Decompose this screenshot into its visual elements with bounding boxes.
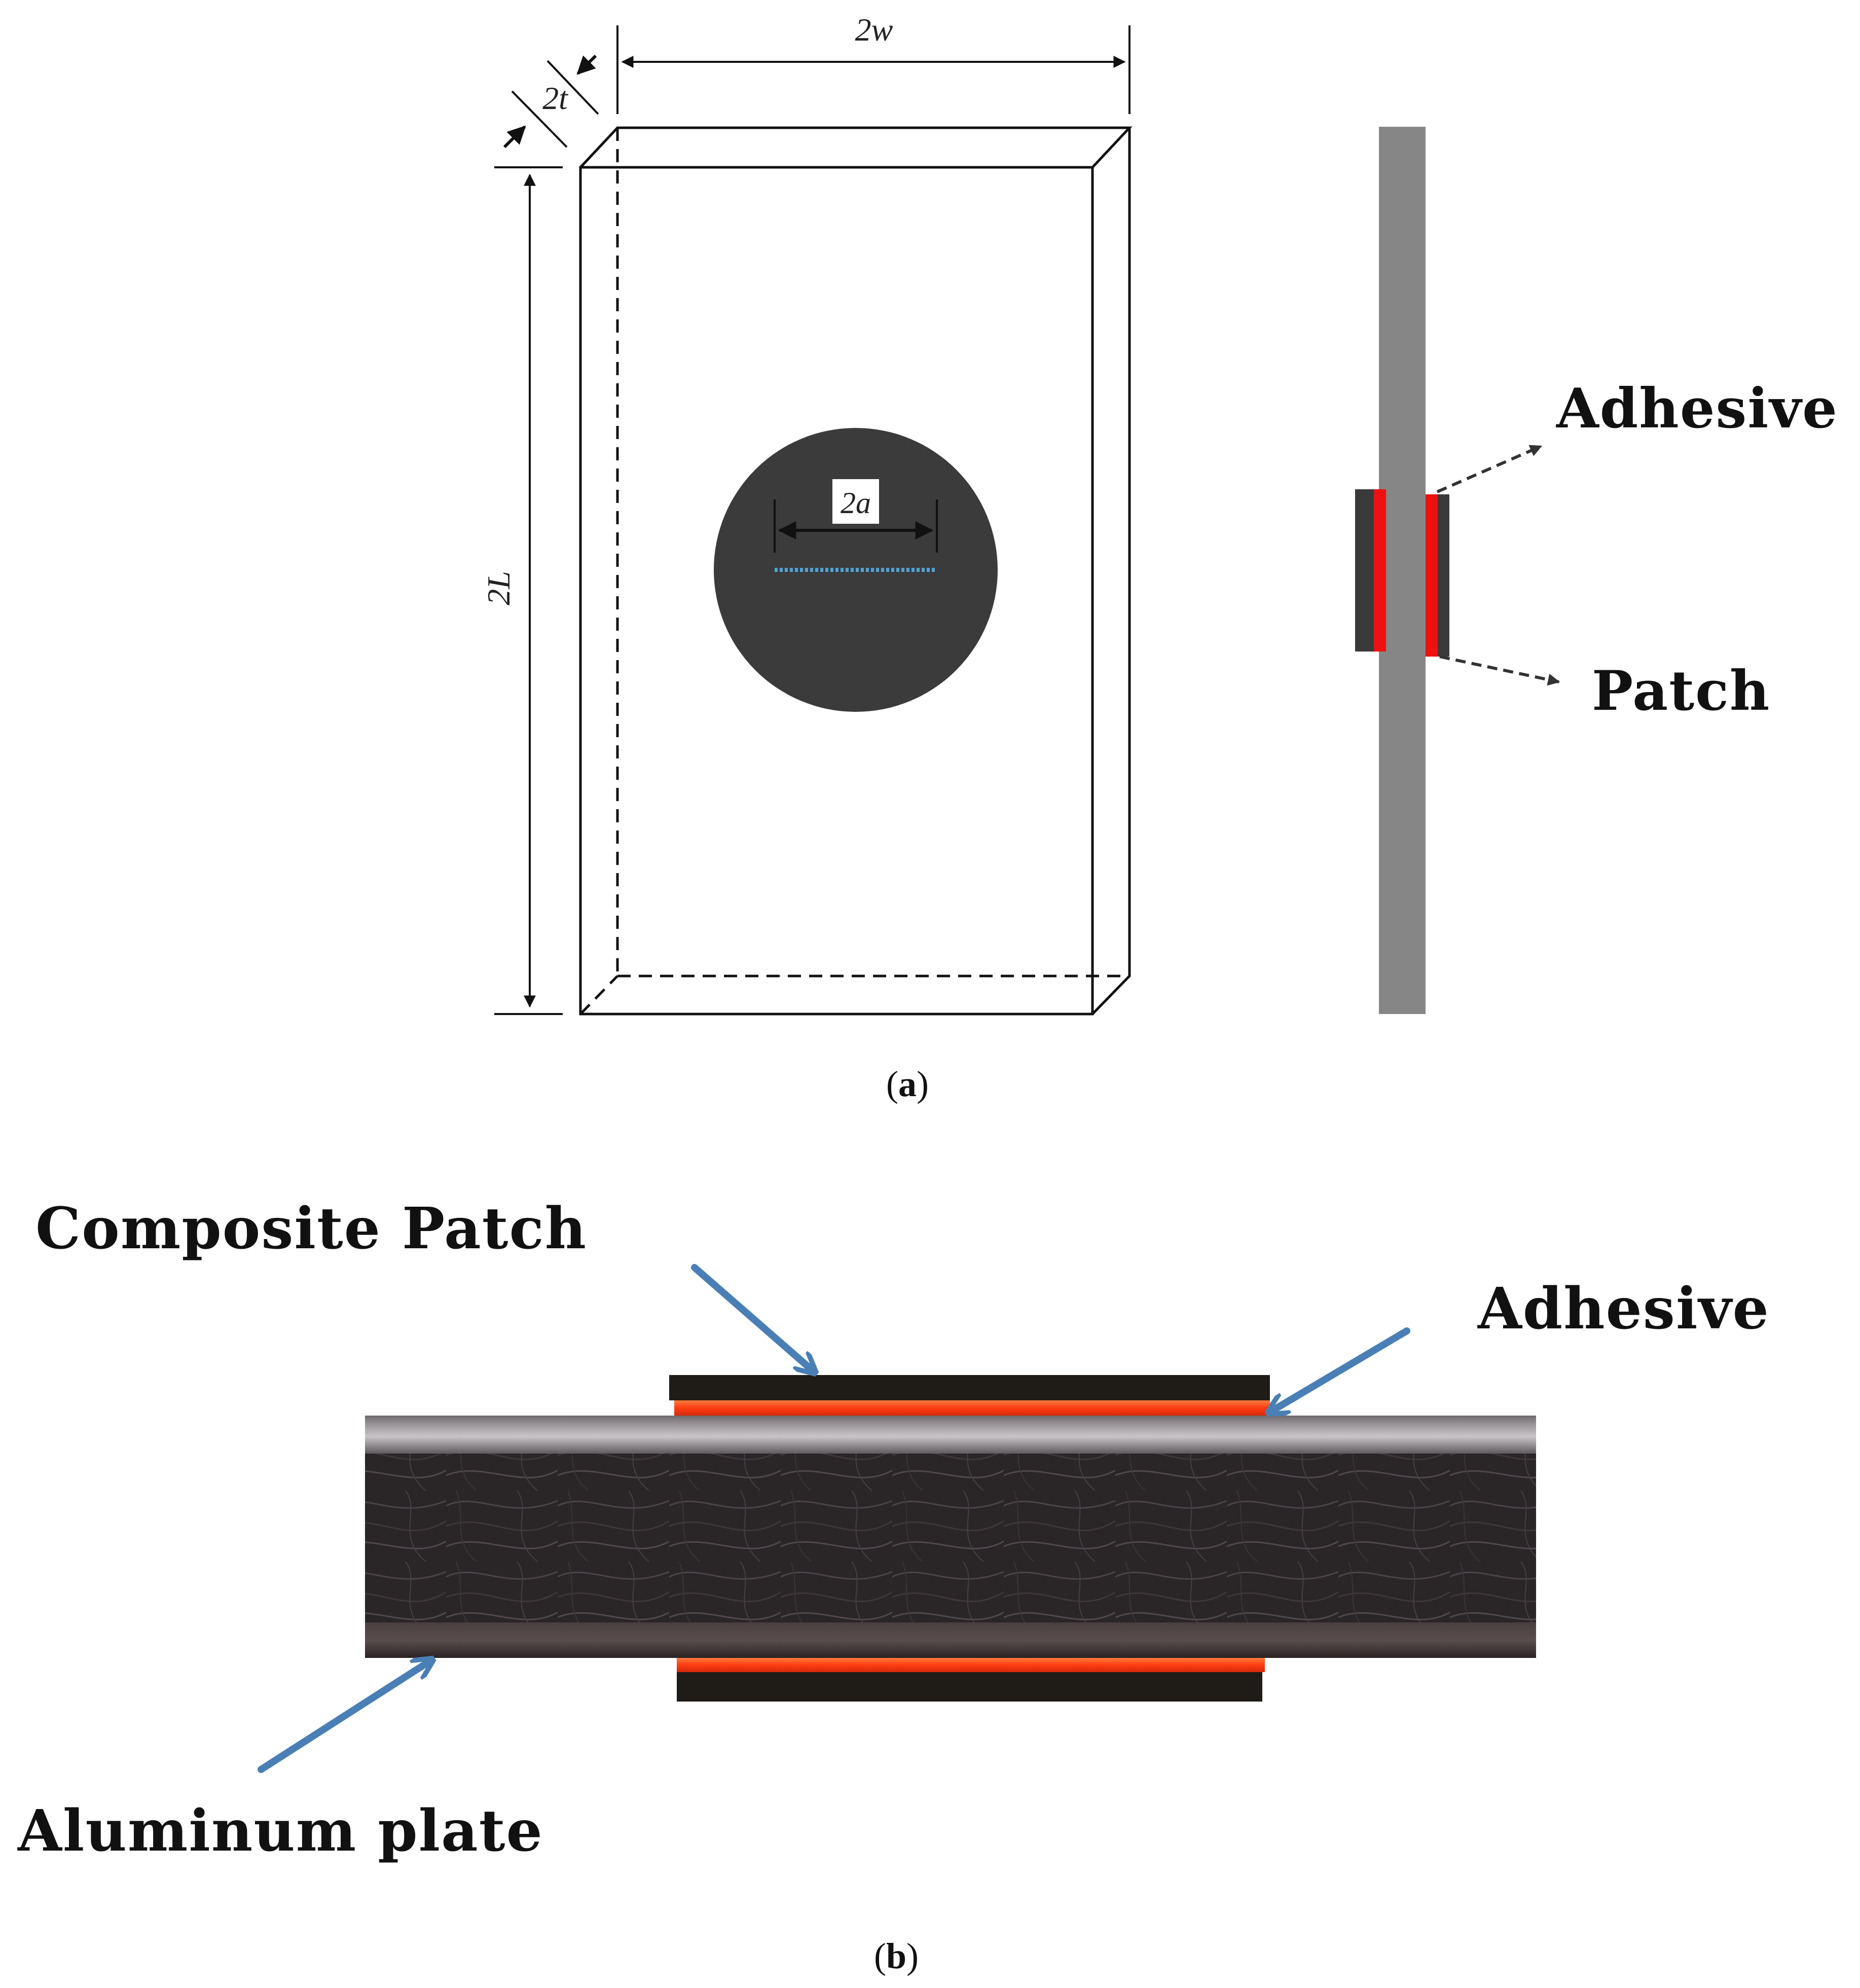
composite-patch-bottom bbox=[677, 1672, 1262, 1702]
panel-b: Composite Patch Adhesive Aluminum plate … bbox=[17, 1196, 1770, 1976]
adhesive-top bbox=[674, 1400, 1270, 1416]
arrow-aluminum-plate bbox=[258, 1660, 431, 1773]
plate-3d-outline bbox=[579, 126, 1133, 1016]
plate-hidden-edges bbox=[579, 128, 1129, 1015]
caption-b: (b) bbox=[874, 1936, 919, 1976]
dimension-2t: 2t bbox=[503, 54, 599, 149]
side-adhesive-left bbox=[1374, 489, 1386, 652]
label-adhesive-b: Adhesive bbox=[1477, 1276, 1770, 1342]
dimension-label-2t: 2t bbox=[542, 80, 569, 116]
caption-a: (a) bbox=[886, 1064, 929, 1104]
dimension-label-2l: 2L bbox=[481, 571, 517, 605]
crack-label-box bbox=[832, 479, 879, 524]
dimension-label-2a: 2a bbox=[841, 486, 871, 520]
arrow-composite-patch bbox=[691, 1264, 814, 1371]
circular-patch: 2a bbox=[714, 428, 998, 712]
label-aluminum-plate: Aluminum plate bbox=[17, 1798, 543, 1864]
plate-top-skin bbox=[365, 1416, 1536, 1454]
arrow-adhesive bbox=[1270, 1327, 1410, 1412]
label-composite-patch: Composite Patch bbox=[35, 1196, 587, 1262]
side-plate bbox=[1379, 127, 1426, 1014]
side-adhesive-right bbox=[1426, 494, 1438, 657]
adhesive-pointer-a bbox=[1436, 445, 1543, 493]
dimension-2w: 2w bbox=[616, 12, 1130, 114]
panel-a: 2w 2t 2L 2a bbox=[481, 12, 1838, 1104]
label-adhesive-a: Adhesive bbox=[1556, 377, 1838, 441]
dimension-label-2w: 2w bbox=[855, 12, 893, 48]
side-view: Adhesive Patch bbox=[1355, 127, 1838, 1014]
label-patch-a: Patch bbox=[1592, 659, 1770, 723]
plate-core bbox=[365, 1454, 1536, 1622]
plate-bottom-skin bbox=[365, 1622, 1536, 1658]
plate-front-face bbox=[579, 166, 1094, 1016]
adhesive-bottom bbox=[677, 1658, 1265, 1672]
dimension-2l: 2L bbox=[481, 166, 563, 1015]
composite-patch-top bbox=[669, 1375, 1270, 1400]
plate-top-face bbox=[579, 126, 1133, 168]
patch-pointer-a bbox=[1439, 655, 1560, 686]
plate-right-face bbox=[1091, 128, 1131, 1015]
